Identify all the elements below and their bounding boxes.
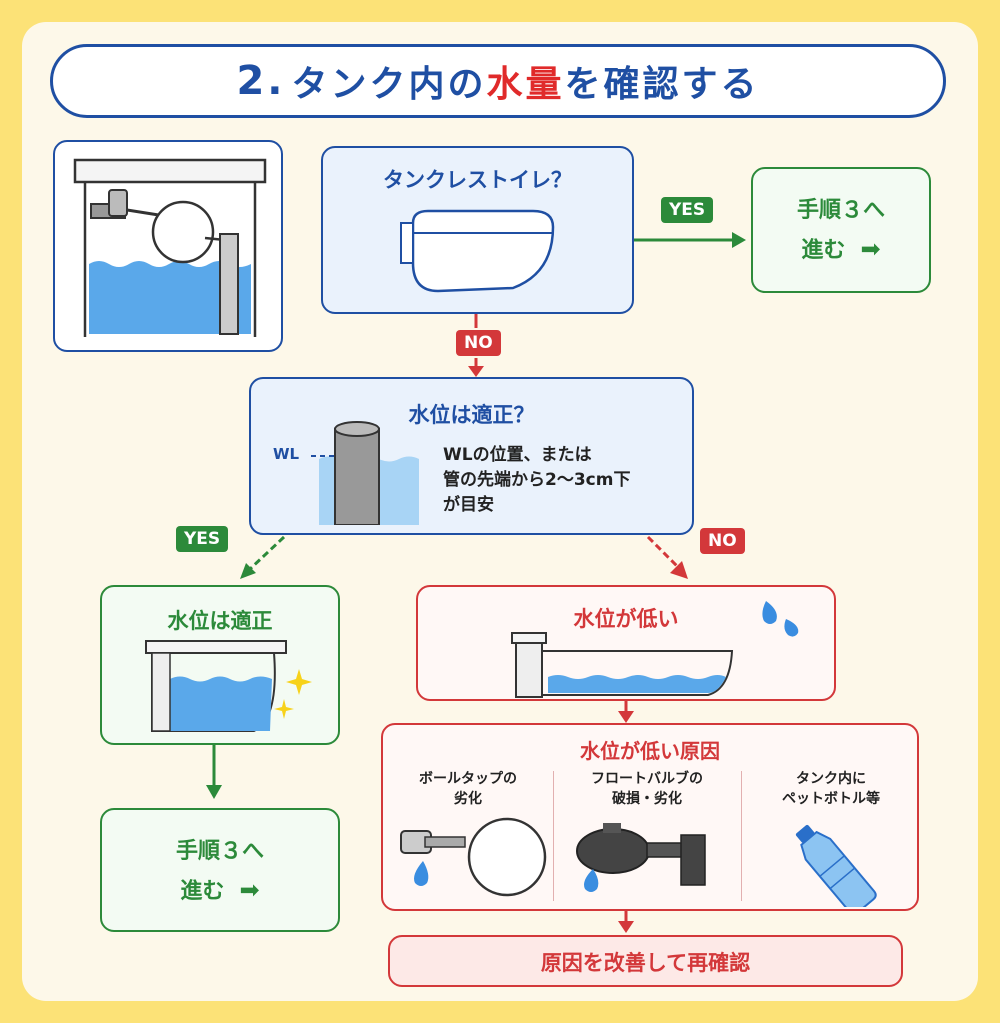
final-action: 原因を改善して再確認 (540, 951, 751, 975)
question-water-level: 水位は適正？ (408, 403, 535, 427)
overflow-pipe-illustration (311, 421, 419, 525)
tank-ok-illustration (145, 640, 312, 732)
water-level-ok: 水位は適正 (167, 609, 273, 633)
cause-ballcock-line2: 劣化 (454, 791, 482, 807)
arrow-right-icon: ➡ (860, 235, 881, 263)
desc-line1: WLの位置、または (443, 445, 592, 465)
arrow-no-top (468, 314, 484, 377)
next-step-top-box: 手順３へ 進む ➡ (751, 167, 931, 293)
no-label-top: NO (456, 330, 501, 356)
cause-float-valve: フロートバルブの 破損・劣化 (555, 769, 739, 809)
arrow-yes-mid (240, 535, 286, 579)
title-before: タンク内の (291, 64, 487, 105)
water-level-low-box: 水位が低い (416, 585, 836, 701)
sparkle-icon (286, 669, 312, 695)
tank-illustration (73, 158, 267, 337)
desc-line2: 管の先端から2〜3cm下 (443, 470, 631, 490)
cause-float-valve-line2: 破損・劣化 (612, 791, 682, 807)
arrow-no-mid (646, 535, 688, 579)
divider (553, 771, 554, 901)
sweat-drops-icon (762, 601, 799, 637)
next-step-bottom-box: 手順３へ 進む ➡ (100, 808, 340, 932)
next-step-top-line1: 手順３へ (796, 198, 885, 223)
question-water-level-box: 水位は適正？ WL WLの位置、または 管の先端から2〜3cm下 が目安 (249, 377, 694, 535)
wl-label: WL (273, 445, 300, 463)
next-step-bottom-line2-row: 進む ➡ (102, 872, 338, 912)
cause-bottle: タンク内に ペットボトル等 (743, 769, 919, 809)
title-prefix: 2. (236, 58, 286, 104)
question-tankless-box: タンクレストイレ？ (321, 146, 634, 314)
cause-float-valve-line1: フロートバルブの (591, 771, 703, 787)
ballcock-icon (400, 817, 547, 897)
arrow-ok-down (206, 745, 222, 799)
yes-label-mid: YES (176, 526, 229, 552)
arrow-causes-down (618, 911, 634, 933)
low-water-causes-box: 水位が低い原因 ボールタップの 劣化 フロートバルブの 破損・劣化 タンク内に … (381, 723, 919, 911)
cause-bottle-line2: ペットボトル等 (782, 791, 880, 807)
tankless-toilet-icon (400, 209, 555, 293)
next-step-bottom-line1: 手順３へ (175, 839, 264, 864)
next-step-top-line2: 進む (801, 238, 846, 263)
water-level-ok-box: 水位は適正 (100, 585, 340, 745)
float-valve-icon (576, 823, 706, 892)
title-highlight: 水量 (486, 64, 565, 105)
desc-line3: が目安 (443, 495, 494, 515)
next-step-bottom-line2: 進む (180, 879, 225, 904)
plastic-bottle-icon (795, 824, 877, 907)
no-label-mid: NO (700, 528, 745, 554)
water-level-low: 水位が低い (573, 607, 679, 631)
title-after: を確認する (564, 64, 760, 105)
cause-ballcock-line1: ボールタップの (419, 771, 517, 787)
page-title: 2. タンク内の 水量 を確認する (50, 44, 946, 118)
final-action-box: 原因を改善して再確認 (388, 935, 903, 987)
tank-illustration-box (53, 140, 283, 352)
yes-label-top: YES (661, 197, 714, 223)
question-tankless: タンクレストイレ？ (383, 168, 572, 192)
tank-low-illustration (511, 632, 734, 698)
cause-bottle-line1: タンク内に (796, 771, 866, 787)
arrow-yes-top (634, 232, 746, 248)
arrow-right-icon: ➡ (239, 876, 260, 904)
cause-ballcock: ボールタップの 劣化 (385, 769, 551, 809)
water-level-description: WLの位置、または 管の先端から2〜3cm下 が目安 (443, 443, 630, 518)
arrow-low-down (618, 701, 634, 723)
divider (741, 771, 742, 901)
next-step-top-line2-row: 進む ➡ (753, 231, 929, 271)
causes-title: 水位が低い原因 (580, 739, 720, 763)
